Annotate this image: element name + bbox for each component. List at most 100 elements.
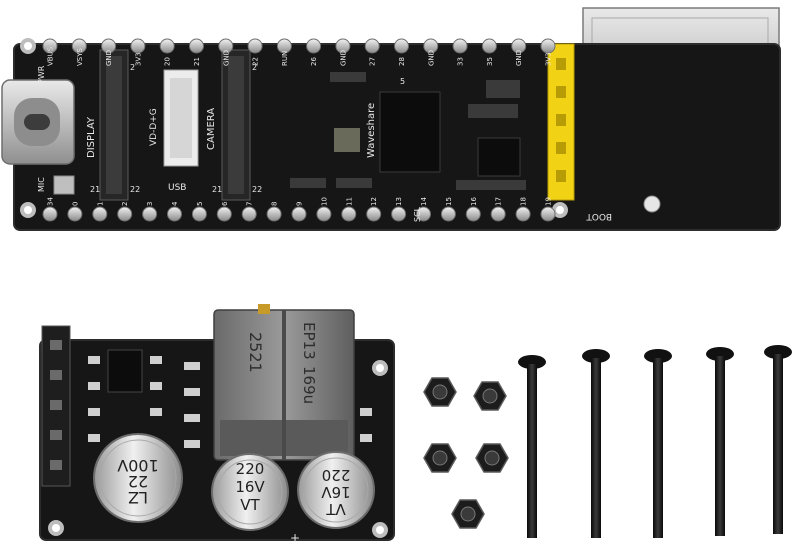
header-pin [391, 206, 407, 222]
capacitor-220-right [297, 451, 375, 529]
brand-label: Waveshare [366, 103, 377, 158]
pin-label: 34 [47, 197, 55, 206]
header-pin [452, 38, 468, 54]
svg-text:100V: 100V [117, 456, 159, 475]
transformer-code: 2521 [246, 332, 265, 373]
pin-label: GND [339, 50, 347, 66]
poe-pin-header [41, 325, 71, 487]
header-pin [490, 206, 506, 222]
pin-label: 14 [420, 197, 428, 206]
header-pin [241, 206, 257, 222]
header-pin [511, 38, 527, 54]
pin-header-yellow [547, 43, 575, 201]
pin-label: 20 [164, 57, 172, 66]
header-pin [42, 38, 58, 54]
transformer [213, 304, 355, 461]
header-pin [335, 38, 351, 54]
pin-label: VBUS [47, 46, 55, 66]
header-pin [117, 206, 133, 222]
pin-label: 10 [320, 197, 328, 206]
poe-smd-parts [88, 356, 372, 448]
smd-components [290, 72, 526, 190]
header-pin [67, 206, 83, 222]
header-pin [291, 206, 307, 222]
pin-label: 12 [370, 197, 378, 206]
transformer-label: EP13 [300, 322, 318, 360]
pin-label: 6 [221, 201, 229, 206]
svg-text:220: 220 [322, 466, 351, 484]
poe-ic [107, 349, 143, 393]
svg-text:16V: 16V [321, 483, 351, 501]
header-pin [159, 38, 175, 54]
svg-text:LZ: LZ [128, 488, 148, 507]
cap-right-text: 220 16V VT [321, 466, 351, 518]
pin-label: 2 [121, 202, 129, 206]
screw [706, 347, 734, 536]
pin-label: 1 [96, 202, 104, 206]
header-pin [191, 206, 207, 222]
pin-label: GND [515, 50, 523, 66]
pin-label: 3V3 [134, 52, 142, 66]
mic-label: MIC [37, 177, 46, 192]
pin-label: 27 [369, 57, 377, 66]
header-pin [189, 38, 204, 54]
pin-label: 7 [246, 202, 254, 206]
header-pin [465, 206, 481, 222]
header-pin [101, 38, 117, 54]
pin-label: 3V3 [545, 52, 553, 66]
header-pin [276, 38, 292, 54]
ethernet-chip [477, 137, 521, 177]
pin-label: 8 [271, 202, 279, 206]
small-ic [334, 128, 360, 152]
display-fpc-connector [99, 49, 129, 201]
main-chip [379, 91, 441, 173]
silk-21b: 21 [212, 185, 222, 194]
pin-label: 3 [146, 202, 154, 206]
header-pin [341, 206, 357, 222]
header-pin [440, 206, 456, 222]
pin-label: GND [105, 50, 113, 66]
pin-label: 16 [470, 197, 478, 206]
vd-label: VD-D+G [149, 108, 159, 146]
usb-c-connector [1, 79, 75, 165]
top-pin-row [42, 38, 556, 54]
silk-5: 5 [400, 77, 405, 86]
header-pin [316, 206, 332, 222]
screw [764, 345, 792, 534]
header-pin [42, 206, 58, 222]
pin-label: 15 [445, 197, 453, 206]
cap-left-line2: 16V [235, 478, 265, 496]
camera-label: CAMERA [206, 108, 217, 150]
hex-nut [451, 499, 485, 529]
camera-fpc-connector [221, 49, 251, 201]
capacitor-100v [93, 433, 183, 523]
pin-label: 9 [296, 202, 304, 206]
pin-label: 19 [545, 197, 553, 206]
screws [518, 345, 792, 538]
pin-label: RUN [281, 51, 289, 66]
plus-mark: + [290, 531, 300, 545]
header-pin [130, 38, 146, 54]
header-pin [71, 38, 87, 54]
header-pin [266, 206, 282, 222]
jst-connector [163, 69, 199, 167]
pin-label: 26 [310, 57, 318, 66]
header-pin [247, 38, 263, 54]
hex-nut [473, 381, 507, 411]
silk-2a: 2 [130, 63, 135, 72]
header-pin [167, 206, 182, 222]
pin-label: 28 [398, 57, 406, 66]
cap-left-line1: 220 [236, 460, 265, 478]
mounting-holes [20, 38, 568, 218]
hex-nut [423, 443, 457, 473]
header-pin [142, 206, 158, 222]
hex-nuts [423, 377, 509, 529]
hex-nut [475, 443, 509, 473]
pin-label: 0 [71, 202, 79, 206]
screw [582, 349, 610, 538]
boot-button [643, 195, 661, 213]
